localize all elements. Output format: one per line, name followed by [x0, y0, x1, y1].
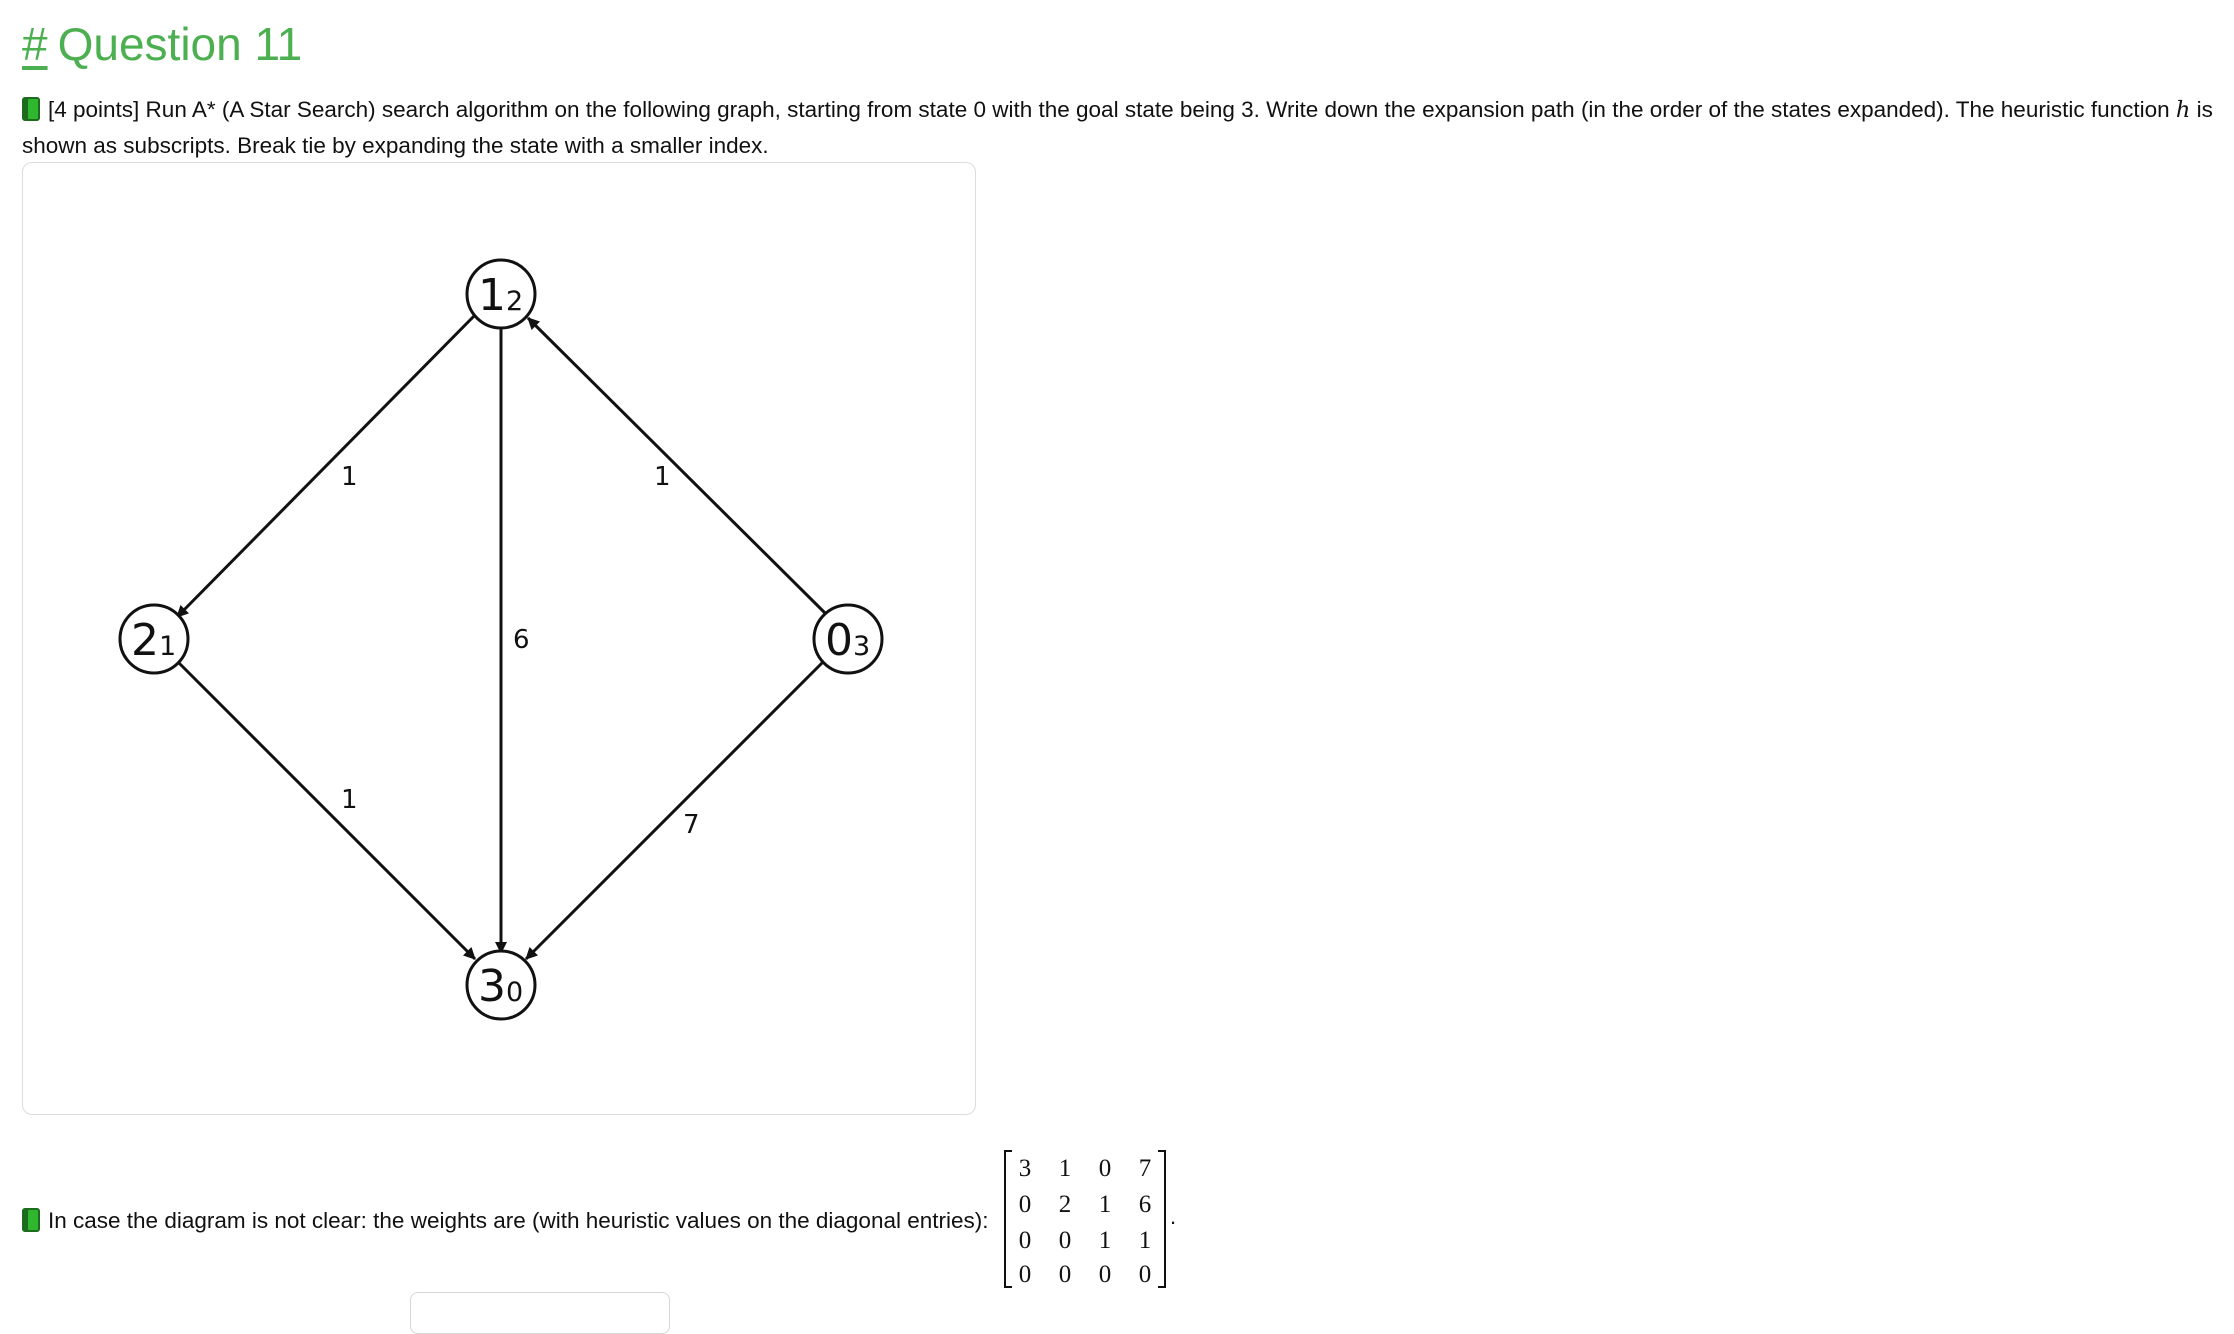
matrix-cell: 0	[1058, 1227, 1072, 1254]
matrix-cell: 6	[1138, 1191, 1152, 1218]
matrix-cell: 7	[1138, 1155, 1152, 1182]
matrix-cell: 1	[1058, 1155, 1072, 1182]
graph-node-3: 30	[465, 949, 537, 1021]
note-text: In case the diagram is not clear: the we…	[48, 1208, 989, 1233]
edge-2-to-3	[174, 658, 477, 961]
matrix-cell: 0	[1018, 1261, 1032, 1288]
matrix-period: .	[1170, 1204, 1177, 1229]
edge-1-to-2	[175, 311, 479, 619]
edge-0-to-1	[526, 316, 827, 615]
answer-input[interactable]	[410, 1292, 670, 1334]
matrix-cell: 0	[1018, 1191, 1032, 1218]
edge-weight-2-3: 1	[341, 785, 358, 815]
question-title: Question 11	[57, 18, 303, 70]
heading-anchor-link[interactable]: #	[22, 18, 48, 70]
matrix-cell: 1	[1098, 1191, 1112, 1218]
edge-weight-0-3: 7	[683, 810, 700, 840]
matrix-cell: 2	[1058, 1191, 1072, 1218]
svg-text:30: 30	[478, 961, 523, 1012]
matrix-cell: 1	[1138, 1227, 1152, 1254]
graph-node-1: 12	[465, 258, 537, 330]
green-book-icon	[22, 97, 40, 121]
question-heading: #Question 11	[22, 14, 302, 74]
svg-text:21: 21	[131, 615, 176, 666]
svg-text:12: 12	[478, 270, 523, 321]
edge-weight-1-2: 1	[341, 462, 358, 492]
matrix-cell: 0	[1018, 1227, 1032, 1254]
matrix-cell: 0	[1098, 1155, 1112, 1182]
graph-figure: 1 1 6 1 7 12 21 03 30	[22, 162, 976, 1115]
edge-0-to-3	[524, 658, 827, 961]
matrix-right-bracket	[1158, 1150, 1166, 1288]
matrix-cell: 0	[1058, 1261, 1072, 1288]
svg-text:03: 03	[825, 615, 870, 666]
matrix-cell: 3	[1018, 1155, 1032, 1182]
question-prompt: [4 points] Run A* (A Star Search) search…	[22, 92, 2228, 163]
prompt-text-part1: [4 points] Run A* (A Star Search) search…	[48, 97, 2170, 122]
graph-node-0: 03	[812, 603, 884, 675]
matrix-cell: 0	[1098, 1261, 1112, 1288]
weight-matrix: 3 1 0 7 0 2 1 6 0 0 1 1 0 0 0 0	[1004, 1150, 1166, 1288]
graph-node-2: 21	[118, 603, 190, 675]
edge-weight-1-3: 6	[513, 625, 530, 655]
edge-weight-0-1: 1	[654, 462, 671, 492]
prompt-text-part2: is shown as subscripts. Break tie by exp…	[22, 97, 2213, 158]
matrix-cell: 0	[1138, 1261, 1152, 1288]
graph-diagram: 1 1 6 1 7 12 21 03 30	[118, 258, 884, 1021]
matrix-left-bracket	[1004, 1150, 1012, 1288]
weights-note: In case the diagram is not clear: the we…	[22, 1203, 989, 1238]
matrix-cell: 1	[1098, 1227, 1112, 1254]
heuristic-symbol: h	[2175, 97, 2191, 123]
green-book-icon	[22, 1208, 40, 1232]
